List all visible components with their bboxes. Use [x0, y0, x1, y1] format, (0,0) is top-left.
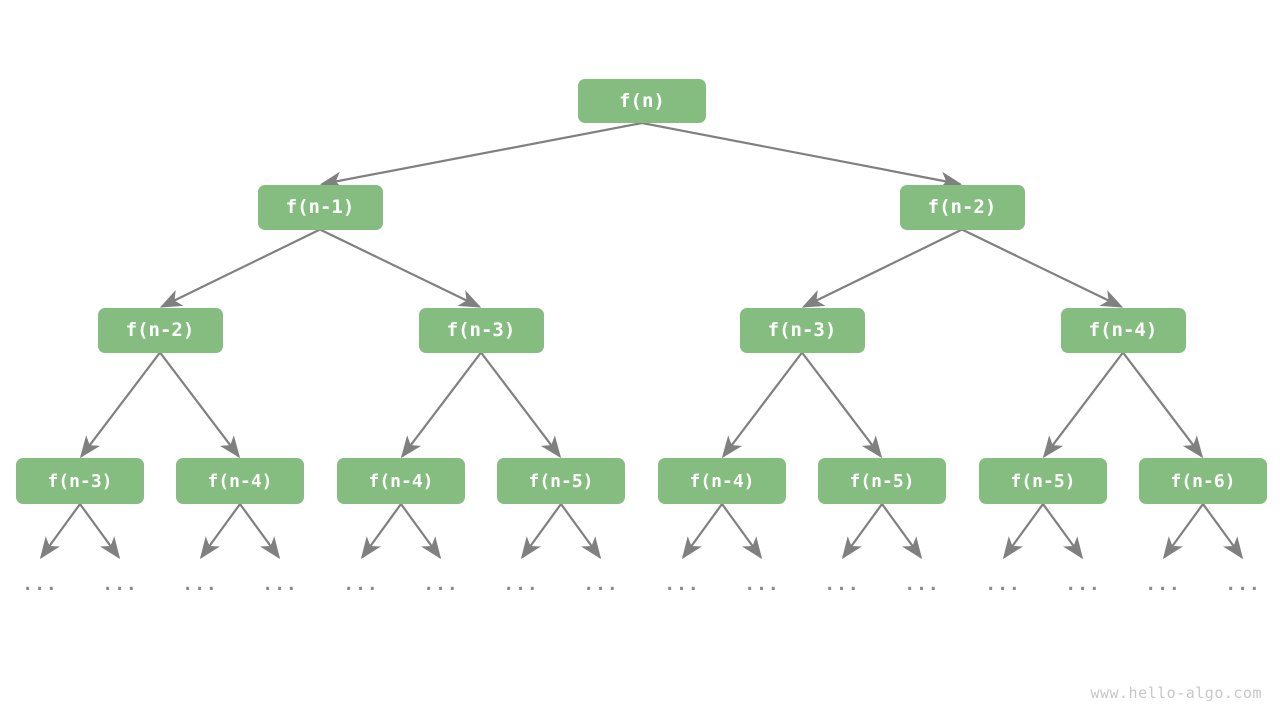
edge-n5-to-n11: [721, 351, 803, 459]
ellipsis-leaf: ...: [423, 574, 459, 595]
edge-n11-to-ellipsis-9: [721, 503, 763, 560]
ellipsis-leaf: ...: [503, 574, 539, 595]
ellipsis-leaf: ...: [262, 574, 298, 595]
edge-n7-to-ellipsis-1: [79, 503, 121, 560]
ellipsis-leaf: ...: [664, 574, 700, 595]
edge-n12-to-ellipsis-10: [841, 503, 883, 560]
ellipsis-leaf: ...: [1225, 574, 1261, 595]
edge-n2-to-n6: [961, 228, 1124, 308]
edge-n9-to-ellipsis-4: [360, 503, 402, 560]
tree-node-n1: f(n-1): [257, 184, 383, 230]
ellipsis-leaf: ...: [583, 574, 619, 595]
ellipsis-leaf: ...: [102, 574, 138, 595]
edge-n0-to-n2: [641, 121, 963, 190]
tree-node-n8: f(n-4): [176, 458, 304, 504]
ellipsis-leaf: ...: [985, 574, 1021, 595]
edge-n3-to-n7: [79, 351, 161, 459]
tree-node-n6: f(n-4): [1060, 307, 1186, 353]
ellipsis-leaf: ...: [744, 574, 780, 595]
ellipsis-leaf: ...: [182, 574, 218, 595]
edge-n12-to-ellipsis-11: [881, 503, 923, 560]
edge-n7-to-ellipsis-0: [39, 503, 81, 560]
tree-node-n4: f(n-3): [418, 307, 544, 353]
edge-n14-to-ellipsis-14: [1162, 503, 1204, 560]
edge-n6-to-n14: [1122, 351, 1204, 459]
edge-n11-to-ellipsis-8: [681, 503, 723, 560]
edge-n5-to-n12: [801, 351, 883, 459]
tree-node-n9: f(n-4): [337, 458, 465, 504]
edge-n2-to-n5: [801, 228, 963, 308]
ellipsis-leaf: ...: [1065, 574, 1101, 595]
ellipsis-leaf: ...: [1145, 574, 1181, 595]
tree-node-n5: f(n-3): [739, 307, 865, 353]
edge-n13-to-ellipsis-13: [1042, 503, 1084, 560]
tree-node-n11: f(n-4): [658, 458, 786, 504]
edge-n3-to-n8: [159, 351, 241, 459]
edge-n14-to-ellipsis-15: [1202, 503, 1244, 560]
edge-n1-to-n4: [319, 228, 482, 308]
ellipsis-leaf: ...: [824, 574, 860, 595]
ellipsis-leaf: ...: [22, 574, 58, 595]
tree-node-n7: f(n-3): [16, 458, 144, 504]
edge-n10-to-ellipsis-7: [560, 503, 602, 560]
tree-node-n0: f(n): [578, 79, 706, 123]
tree-node-n14: f(n-6): [1139, 458, 1267, 504]
tree-node-n12: f(n-5): [818, 458, 946, 504]
tree-node-n10: f(n-5): [497, 458, 625, 504]
edge-n4-to-n10: [480, 351, 562, 459]
tree-node-n13: f(n-5): [979, 458, 1107, 504]
site-watermark: www.hello-algo.com: [1090, 684, 1262, 702]
ellipsis-leaf: ...: [904, 574, 940, 595]
edge-n6-to-n13: [1042, 351, 1124, 459]
edge-n0-to-n1: [319, 121, 643, 190]
edge-n1-to-n3: [159, 228, 321, 308]
edge-n9-to-ellipsis-5: [400, 503, 442, 560]
ellipsis-leaf: ...: [343, 574, 379, 595]
edge-n4-to-n9: [400, 351, 482, 459]
edge-n8-to-ellipsis-3: [239, 503, 281, 560]
edge-n13-to-ellipsis-12: [1002, 503, 1044, 560]
tree-node-n2: f(n-2): [899, 184, 1025, 230]
edge-n10-to-ellipsis-6: [520, 503, 562, 560]
edge-n8-to-ellipsis-2: [199, 503, 241, 560]
tree-node-n3: f(n-2): [97, 307, 223, 353]
